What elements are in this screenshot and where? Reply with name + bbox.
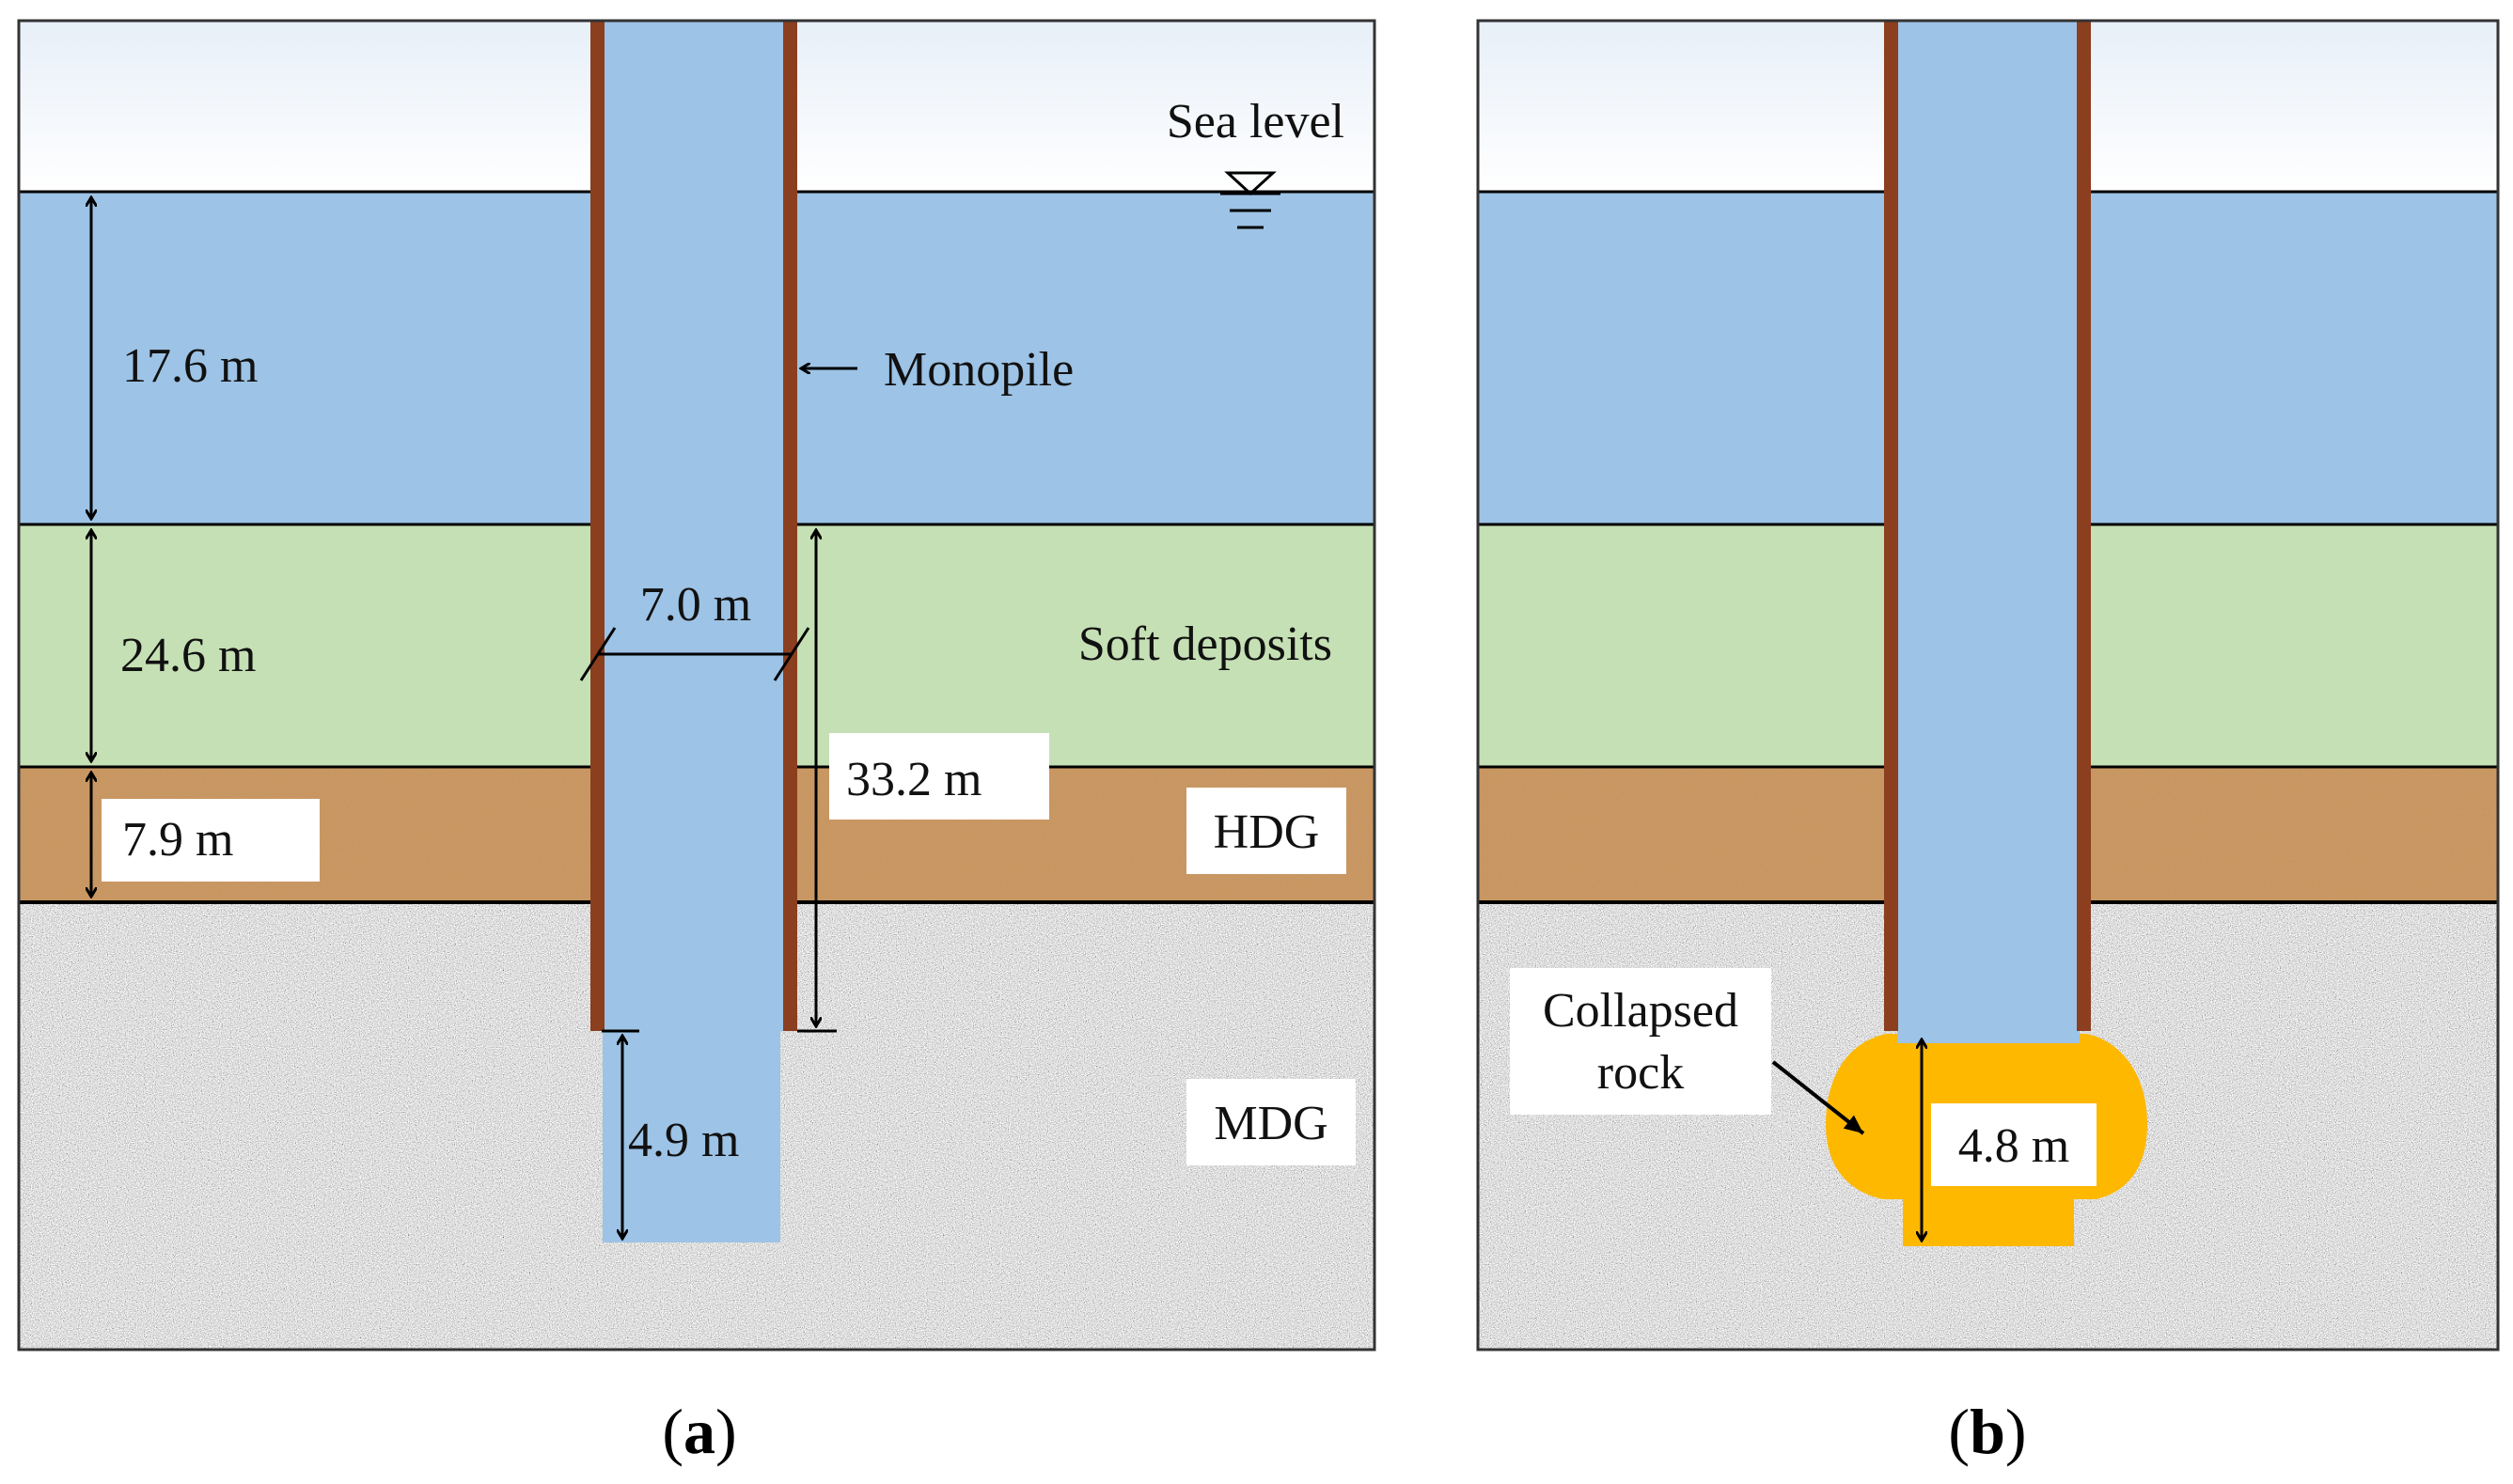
mdg-label: MDG xyxy=(1214,1097,1327,1150)
panel-b: Collapsed rock 4.8 m (b) xyxy=(1476,19,2500,1467)
dim-water-label: 17.6 m xyxy=(122,339,258,393)
pile-wall-left xyxy=(590,21,605,1031)
collapsed-rock-label-line2: rock xyxy=(1597,1046,1684,1100)
collapsed-rock-box xyxy=(1510,968,1771,1115)
dim-hdg-label: 7.9 m xyxy=(122,813,233,867)
hdg-label: HDG xyxy=(1214,805,1320,859)
panel-a-border xyxy=(17,19,1376,1351)
dim-diameter-label: 7.0 m xyxy=(640,578,751,632)
collapsed-rock-label-line1: Collapsed xyxy=(1543,984,1738,1038)
mdg-box xyxy=(1186,1079,1356,1165)
monopile-label: Monopile xyxy=(884,343,1074,397)
dim-socket-label: 4.9 m xyxy=(628,1114,739,1167)
soft-deposits-label: Soft deposits xyxy=(1078,617,1332,671)
caption-b: (b) xyxy=(1948,1396,2026,1467)
pile-interior xyxy=(603,21,785,1031)
dim-embed-label: 33.2 m xyxy=(846,753,982,806)
pile-wall-left-b xyxy=(1884,21,1898,1031)
panel-b-border xyxy=(1476,19,2500,1351)
dim-socket-box-b xyxy=(1931,1103,2097,1186)
pile-wall-right-b xyxy=(2077,21,2091,1031)
dim-embed-box xyxy=(829,733,1049,820)
dim-hdg-box xyxy=(102,799,320,882)
dim-socket-label-b: 4.8 m xyxy=(1958,1119,2069,1173)
pile-wall-right xyxy=(783,21,797,1031)
caption-a: (a) xyxy=(662,1396,736,1467)
rock-socket xyxy=(603,1031,780,1242)
dim-soft-label: 24.6 m xyxy=(120,629,256,682)
dim-diameter-tick-left xyxy=(579,627,617,681)
panel-a: Sea level Monopile Soft deposits 17.6 m … xyxy=(17,19,1376,1467)
sea-level-icon xyxy=(1220,171,1280,229)
dim-diameter-tick-right xyxy=(773,627,810,681)
pile-interior-b xyxy=(1897,21,2080,1043)
sea-level-label: Sea level xyxy=(1167,95,1344,148)
hdg-box xyxy=(1186,788,1346,874)
collapsed-rock-pointer xyxy=(1771,1060,1865,1135)
